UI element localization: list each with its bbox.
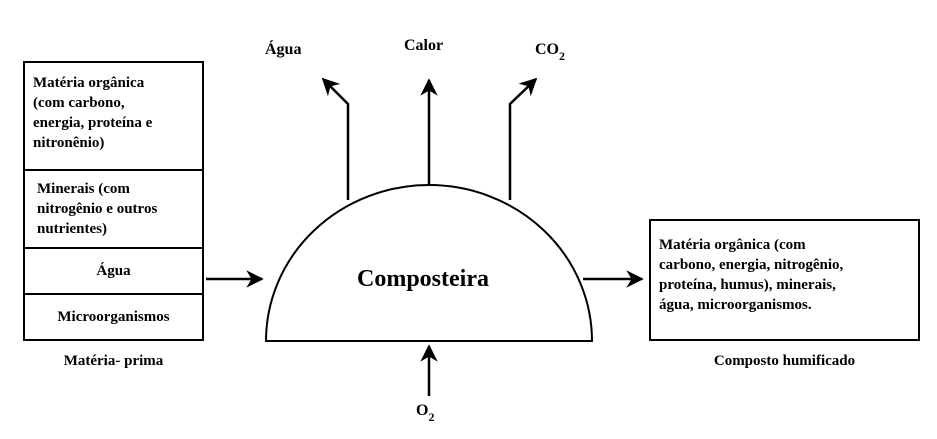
product-caption: Composto humificado: [713, 353, 856, 369]
input-box-water-text: Água: [96, 263, 131, 279]
co2-main-text: CO: [535, 41, 559, 58]
input-box-organic-matter: Matéria orgânica (com carbono, energia, …: [23, 61, 204, 171]
co2-output-label: CO2: [535, 41, 565, 63]
composter-label: Composteira: [357, 266, 489, 292]
product-box: Matéria orgânica (com carbono, energia, …: [649, 219, 920, 341]
composter-dome: [264, 184, 594, 342]
oxygen-subscript: 2: [428, 410, 435, 424]
co2-arrow: [508, 77, 538, 200]
oxygen-main-text: O: [416, 402, 429, 419]
co2-subscript: 2: [559, 49, 565, 63]
product-box-text: Matéria orgânica (com carbono, energia, …: [659, 237, 844, 313]
water-output-label: Água: [265, 41, 302, 58]
water-arrow: [321, 77, 350, 200]
input-caption: Matéria- prima: [63, 353, 164, 369]
input-box-microorganisms-text: Microorganismos: [57, 309, 170, 325]
oxygen-input-label: O2: [416, 402, 434, 424]
input-box-microorganisms: Microorganismos: [23, 293, 204, 341]
input-box-organic-matter-text: Matéria orgânica (com carbono, energia, …: [33, 75, 153, 151]
input-box-minerals-text: Minerais (com nitrogênio e outros nutrie…: [37, 181, 158, 237]
heat-output-label: Calor: [404, 37, 444, 54]
input-box-water: Água: [23, 247, 204, 295]
